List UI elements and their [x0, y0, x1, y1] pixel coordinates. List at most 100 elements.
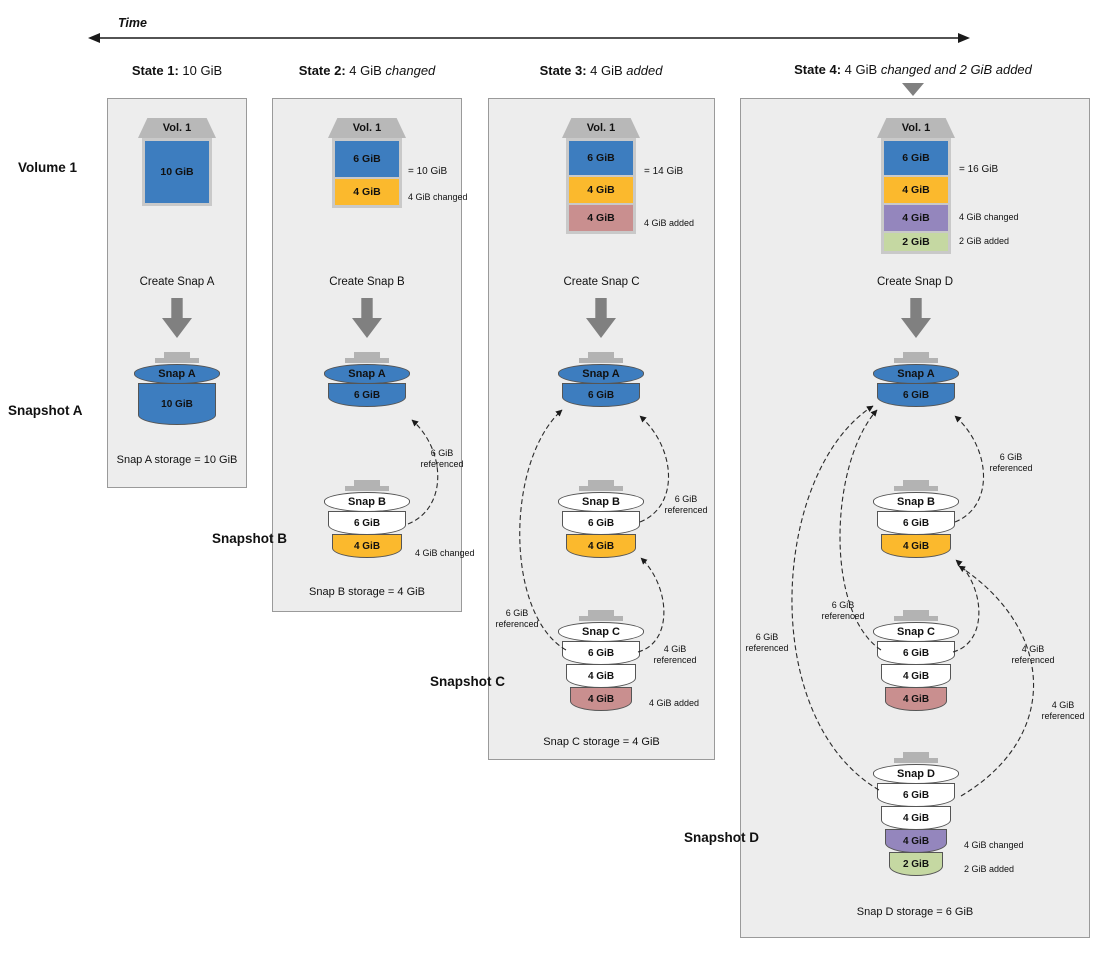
volume-block-note: 2 GiB added — [959, 236, 1010, 246]
state-1-header: State 1: 10 GiB — [77, 63, 277, 78]
bucket-title: Snap A — [134, 364, 220, 384]
volume-block-note: 4 GiB changed — [959, 212, 1019, 222]
bucket-title: Snap A — [873, 364, 959, 384]
bucket-band: 6 GiB — [562, 383, 640, 407]
time-axis-right-arrowhead-icon — [958, 33, 970, 43]
create-snap-label: Create Snap D — [876, 276, 954, 288]
volume-body: 6 GiB 4 GiB 4 GiB — [566, 138, 636, 234]
bucket-band: 4 GiB — [332, 534, 402, 558]
bucket-title: Snap A — [324, 364, 410, 384]
row-label-volume-1: Volume 1 — [18, 160, 78, 175]
bucket-lid-icon — [588, 480, 614, 486]
bucket-lid-icon — [903, 610, 929, 616]
bucket-band: 6 GiB — [877, 511, 955, 535]
bucket-title: Snap B — [324, 492, 410, 512]
storage-label: Snap D storage = 6 GiB — [856, 906, 974, 918]
bucket-band: 4 GiB — [885, 829, 947, 853]
bucket-band: 6 GiB — [877, 383, 955, 407]
time-axis-label: Time — [118, 16, 147, 30]
bucket-band-note: 4 GiB changed — [964, 840, 1024, 850]
volume-block: 4 GiB — [884, 177, 948, 203]
snap-a-bucket: Snap A 10 GiB — [134, 352, 220, 425]
storage-label: Snap B storage = 4 GiB — [309, 586, 425, 598]
bucket-lid-icon — [588, 352, 614, 358]
state-4-header-italic: changed and 2 GiB added — [880, 62, 1032, 77]
bucket-band-note: 4 GiB added — [649, 698, 700, 708]
volume-body: 10 GiB — [142, 138, 212, 206]
bucket-band: 6 GiB — [562, 511, 640, 535]
state-3-header-italic: added — [626, 63, 663, 78]
bucket-lid-icon — [354, 480, 380, 486]
state-2-header-text: 4 GiB — [345, 63, 386, 78]
row-label-snapshot-b: Snapshot B — [212, 531, 288, 546]
bucket-band: 4 GiB — [881, 534, 951, 558]
bucket-title: Snap A — [558, 364, 644, 384]
storage-label: Snap C storage = 4 GiB — [543, 736, 660, 748]
volume-block-note: 4 GiB added — [644, 218, 695, 228]
bucket-band: 4 GiB — [570, 687, 632, 711]
volume-graphic: Vol. 1 6 GiB 4 GiB 4 GiB — [562, 118, 640, 234]
bucket-band: 4 GiB — [885, 687, 947, 711]
volume-block-note: 4 GiB changed — [408, 192, 468, 202]
volume-block: 4 GiB — [884, 205, 948, 231]
volume-block: 6 GiB — [569, 141, 633, 175]
bucket-band: 2 GiB — [889, 852, 943, 876]
state-2-header: State 2: 4 GiB changed — [267, 63, 467, 78]
bucket-lid-icon — [345, 486, 389, 491]
bucket-lid-icon — [345, 358, 389, 363]
volume-body: 6 GiB 4 GiB 4 GiB 2 GiB — [881, 138, 951, 254]
bucket-title: Snap D — [873, 764, 959, 784]
state-1-header-bold: State 1: — [131, 63, 179, 78]
bucket-lid-icon — [894, 486, 938, 491]
bucket-lid-icon — [903, 752, 929, 758]
bucket-band: 4 GiB — [881, 664, 951, 688]
volume-graphic: Vol. 1 10 GiB — [138, 118, 216, 206]
bucket-lid-icon — [903, 480, 929, 486]
bucket-band: 10 GiB — [138, 383, 216, 425]
snap-b-bucket: Snap B 6 GiB 4 GiB — [558, 480, 644, 558]
storage-label: Snap A storage = 10 GiB — [116, 454, 238, 466]
bucket-lid-icon — [894, 358, 938, 363]
state-3-header-bold: State 3: — [539, 63, 587, 78]
volume-graphic: Vol. 1 6 GiB 4 GiB 4 GiB 2 GiB — [877, 118, 955, 254]
bucket-title: Snap C — [558, 622, 644, 642]
time-axis-left-arrowhead-icon — [88, 33, 100, 43]
row-label-snapshot-d: Snapshot D — [684, 830, 760, 845]
referenced-label: 6 GiB referenced — [495, 608, 539, 630]
bucket-lid-icon — [588, 610, 614, 616]
volume-cap: Vol. 1 — [562, 118, 640, 138]
bucket-band: 6 GiB — [877, 783, 955, 807]
referenced-label: 4 GiB referenced — [653, 644, 697, 666]
state-2-header-italic: changed — [385, 63, 436, 78]
state-2-header-bold: State 2: — [298, 63, 346, 78]
bucket-band-note: 2 GiB added — [964, 864, 1015, 874]
volume-total-label: = 10 GiB — [408, 166, 448, 177]
snap-b-bucket: Snap B 6 GiB 4 GiB — [873, 480, 959, 558]
state-3-header: State 3: 4 GiB added — [501, 63, 701, 78]
bucket-band: 6 GiB — [562, 641, 640, 665]
volume-block: 6 GiB — [884, 141, 948, 175]
referenced-label: 4 GiB referenced — [1011, 644, 1055, 666]
bucket-band: 6 GiB — [328, 511, 406, 535]
bucket-lid-icon — [579, 358, 623, 363]
volume-block: 4 GiB — [569, 205, 633, 231]
volume-total-label: = 16 GiB — [959, 164, 999, 175]
snap-c-bucket: Snap C 6 GiB 4 GiB 4 GiB — [873, 610, 959, 711]
create-snap-label: Create Snap C — [563, 276, 640, 288]
bucket-lid-icon — [155, 358, 199, 363]
bucket-lid-icon — [354, 352, 380, 358]
volume-block: 2 GiB — [884, 233, 948, 251]
referenced-label: 6 GiB referenced — [664, 494, 708, 516]
volume-cap: Vol. 1 — [138, 118, 216, 138]
state-1-header-text: 10 GiB — [178, 63, 223, 78]
row-label-snapshot-c: Snapshot C — [430, 674, 506, 689]
bucket-title: Snap B — [558, 492, 644, 512]
bucket-title: Snap B — [873, 492, 959, 512]
create-snap-label: Create Snap B — [329, 276, 405, 288]
snap-a-bucket: Snap A 6 GiB — [558, 352, 644, 407]
current-state-marker-icon — [902, 83, 924, 96]
bucket-lid-icon — [579, 486, 623, 491]
snap-c-bucket: Snap C 6 GiB 4 GiB 4 GiB — [558, 610, 644, 711]
bucket-lid-icon — [894, 758, 938, 763]
volume-total-label: = 14 GiB — [644, 166, 684, 177]
